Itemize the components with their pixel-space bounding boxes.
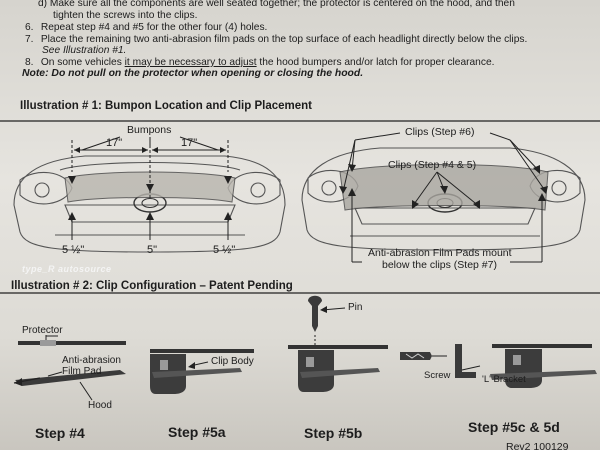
dim-right: 17" <box>181 137 198 149</box>
clips-step45-label: Clips (Step #4 & 5) <box>388 159 477 171</box>
step-label: Step #5b <box>304 425 363 441</box>
note: Note: Do not pull on the protector when … <box>22 68 364 79</box>
bumpon-leaders <box>81 136 219 151</box>
step-label: Step #5a <box>168 424 226 440</box>
protector-label: Protector <box>22 325 63 336</box>
film-pad-label-line2: Film Pad <box>62 366 102 377</box>
bumpons-label: Bumpons <box>127 124 172 136</box>
instruction-text: the hood bumpers and/or latch for proper… <box>256 57 495 68</box>
l-bracket-label: 'L' Bracket <box>482 374 526 385</box>
instruction-d: d) Make sure all the components are well… <box>38 0 515 9</box>
instruction-underlined-text: it may be necessary to adjust <box>124 57 257 68</box>
instruction-d-cont: tighten the screws into the clips. <box>53 10 197 21</box>
hood-label: Hood <box>88 400 112 411</box>
instruction-number: 8. <box>25 57 34 68</box>
screw-label: Screw <box>424 370 451 381</box>
clip-leader-lines <box>342 132 547 263</box>
film-pads-label-line1: Anti-abrasion Film Pads mount <box>368 247 512 259</box>
clip-config-diagram <box>13 295 597 401</box>
instruction-number: 6. <box>25 22 34 33</box>
instruction-8: 8. On some vehicles it may be necessary … <box>25 57 494 68</box>
instruction-text: tighten the screws into the clips. <box>53 10 198 21</box>
clips-step6-label: Clips (Step #6) <box>405 126 475 138</box>
instruction-text: See Illustration #1. <box>42 45 127 56</box>
film-pads-label-line2: below the clips (Step #7) <box>382 259 497 271</box>
illustration2-heading: Illustration # 2: Clip Configuration – P… <box>11 280 293 292</box>
instruction-prefix: d) <box>38 0 48 9</box>
clip-body-label: Clip Body <box>211 356 254 367</box>
illustration1-heading: Illustration # 1: Bumpon Location and Cl… <box>20 100 313 112</box>
instruction-6: 6. Repeat step #4 and #5 for the other f… <box>25 22 267 33</box>
step-label: Step #5c & 5d <box>468 419 560 435</box>
dim-bottom-left: 5 ½" <box>62 244 85 256</box>
instruction-7-ref: See Illustration #1. <box>42 45 126 56</box>
instruction-7: 7. Place the remaining two anti-abrasion… <box>25 34 527 45</box>
instruction-number: 7. <box>25 34 34 45</box>
dim-bottom-center: 5" <box>147 244 158 256</box>
dim-left: 17" <box>106 137 123 149</box>
instruction-text: Repeat step #4 and #5 for the other four… <box>40 22 268 33</box>
revision-footer: Rev2 100129 <box>506 441 569 450</box>
pin-label: Pin <box>348 302 363 313</box>
film-pad-label-line1: Anti-abrasion <box>62 355 121 366</box>
instruction-text: Place the remaining two anti-abrasion fi… <box>40 34 528 45</box>
clip-arrowheads <box>339 164 548 209</box>
instruction-text: Make sure all the components are well se… <box>49 0 515 9</box>
watermark-logo: type_R autosource <box>22 264 112 274</box>
dimension-arrowheads <box>68 147 232 220</box>
step-label: Step #4 <box>35 425 85 441</box>
instruction-text: On some vehicles <box>40 57 125 68</box>
dim-bottom-right: 5 ½" <box>213 244 236 256</box>
